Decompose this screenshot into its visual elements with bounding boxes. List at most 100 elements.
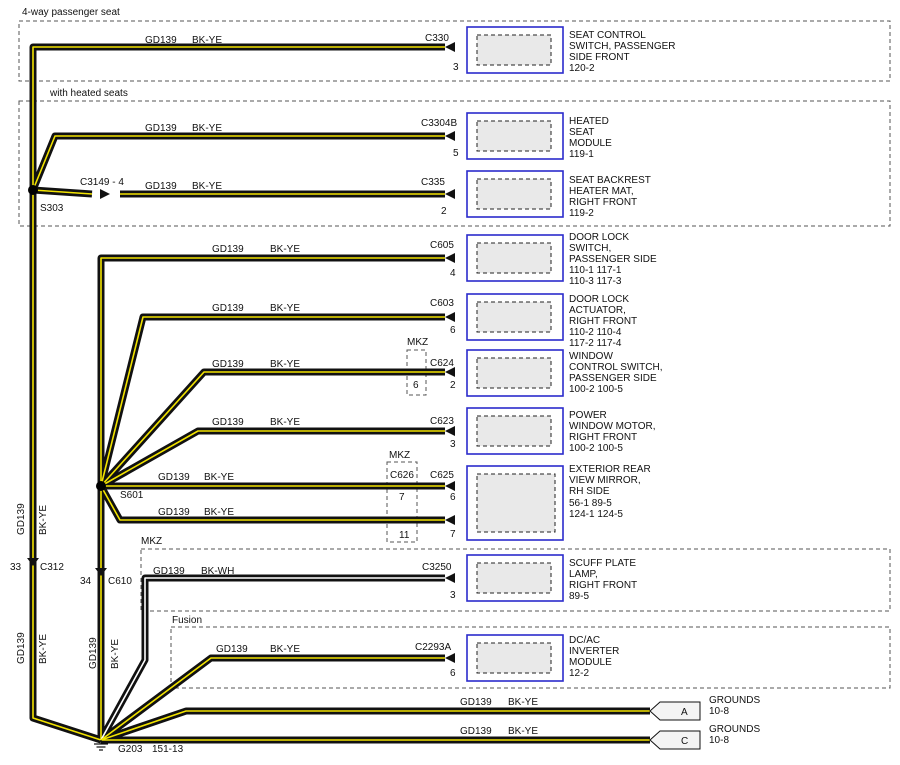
wire-color: BK-YE: [508, 726, 538, 737]
trunk-left-lower-color: BK-YE: [38, 634, 49, 664]
component-name: WINDOW: [569, 351, 613, 362]
connector-label: C3304B: [421, 118, 457, 129]
pin-number: 4: [450, 268, 456, 279]
connector-label: C2293A: [415, 642, 451, 653]
wire-color: BK-WH: [201, 566, 234, 577]
connector-face: [476, 34, 552, 66]
connector-label: C3250: [422, 562, 452, 573]
component-ref: 100-2 100-5: [569, 384, 623, 395]
region-mkz-scuff: [140, 548, 891, 612]
ground-symbol-icon: [94, 740, 108, 751]
ground-ref-page: 10-8: [709, 706, 729, 717]
c626-pin-b: 11: [399, 530, 410, 541]
wire-circuit: GD139: [158, 472, 190, 483]
component-ref: 119-2: [569, 208, 594, 219]
splice-s601: [96, 481, 106, 491]
pin-number: 3: [450, 439, 456, 450]
component-name: CONTROL SWITCH,: [569, 362, 663, 373]
component-ref: 117-2 117-4: [569, 338, 622, 349]
wire-circuit: GD139: [153, 566, 185, 577]
pin-number: 6: [450, 325, 456, 336]
splice-s303-label: S303: [40, 203, 64, 214]
connector-face: [476, 642, 552, 674]
component-ref: 110-1 117-1: [569, 265, 622, 276]
wires-stripe: [32, 46, 650, 741]
connector-face: [476, 473, 556, 533]
component-scuff-plate-lamp: C3250 3 SCUFF PLATE LAMP, RIGHT FRONT 89…: [422, 554, 637, 602]
component-name: WINDOW MOTOR,: [569, 421, 655, 432]
wire-labels: GD139 BK-YE GD139 BK-YE GD139 BK-YE GD13…: [145, 35, 538, 737]
component-name: HEATER MAT,: [569, 186, 634, 197]
region-fusion-label: Fusion: [172, 615, 202, 626]
component-name: MODULE: [569, 657, 612, 668]
component-door-lock-actuator: C603 6 DOOR LOCK ACTUATOR, RIGHT FRONT 1…: [430, 293, 637, 349]
component-ref: 124-1 124-5: [569, 509, 623, 520]
component-name: SEAT CONTROL: [569, 30, 646, 41]
connector-face: [476, 301, 552, 333]
c3149-arrow: [100, 189, 110, 199]
splice-s601-label: S601: [120, 490, 144, 501]
component-name: SIDE FRONT: [569, 52, 630, 63]
component-name: INVERTER: [569, 646, 619, 657]
component-name: VIEW MIRROR,: [569, 475, 641, 486]
c626-pin-a: 7: [399, 492, 405, 503]
component-name: EXTERIOR REAR: [569, 464, 651, 475]
pin-number: 3: [453, 62, 459, 73]
connector-label: C330: [425, 33, 449, 44]
ground-point-name: G203: [118, 744, 143, 755]
component-name: PASSENGER SIDE: [569, 373, 657, 384]
region-mkz-mirror-label: MKZ: [389, 450, 410, 461]
region-boxes: [18, 20, 891, 689]
component-ref: 120-2: [569, 63, 595, 74]
component-name: SCUFF PLATE: [569, 558, 636, 569]
connector-face: [476, 415, 552, 447]
connector-label: C605: [430, 240, 454, 251]
ground-tag-letter: C: [681, 736, 688, 747]
component-name: SEAT: [569, 127, 594, 138]
c610-arrow: [95, 568, 107, 576]
component-name: RIGHT FRONT: [569, 197, 637, 208]
wire-circuit: GD139: [212, 359, 244, 370]
c312-label: C312: [40, 562, 64, 573]
trunk-left-upper-circuit: GD139: [16, 503, 27, 535]
ground-ref-a: A GROUNDS 10-8: [649, 695, 760, 721]
connector-label: C625: [430, 470, 454, 481]
component-door-lock-switch: C605 4 DOOR LOCK SWITCH, PASSENGER SIDE …: [430, 232, 657, 287]
wire-color: BK-YE: [270, 303, 300, 314]
wire-circuit: GD139: [212, 417, 244, 428]
region-mkz-window-label: MKZ: [407, 337, 428, 348]
ground-tag-letter: A: [681, 707, 688, 718]
c610-label: C610: [108, 576, 132, 587]
c626-label: C626: [390, 470, 414, 481]
wire-color: BK-YE: [204, 507, 234, 518]
connector-face: [476, 357, 552, 389]
pin-number: 2: [450, 380, 456, 391]
region-four-way-seat: [18, 20, 891, 82]
c312-arrow: [27, 558, 39, 566]
component-seat-backrest-heater-mat: C335 2 SEAT BACKREST HEATER MAT, RIGHT F…: [421, 170, 651, 219]
wire-circuit: GD139: [145, 123, 177, 134]
connector-face: [476, 562, 552, 594]
component-name: SEAT BACKREST: [569, 175, 651, 186]
component-name: HEATED: [569, 116, 609, 127]
component-name: SWITCH,: [569, 243, 611, 254]
connector-label: C603: [430, 298, 454, 309]
wire-circuit: GD139: [158, 507, 190, 518]
trunk-left-upper-color: BK-YE: [38, 505, 49, 535]
wire-color: BK-YE: [508, 697, 538, 708]
component-name: PASSENGER SIDE: [569, 254, 657, 265]
component-ref: 110-2 110-4: [569, 327, 622, 338]
wire-color: BK-YE: [192, 181, 222, 192]
region-four-way-label: 4-way passenger seat: [22, 7, 120, 18]
connector-label: C623: [430, 416, 454, 427]
c610-pin: 34: [80, 576, 92, 587]
region-mkz-mirror: [386, 461, 418, 543]
trunk-left-lower-circuit: GD139: [16, 632, 27, 664]
component-name: DC/AC: [569, 635, 600, 646]
component-name: DOOR LOCK: [569, 294, 629, 305]
component-ref: 12-2: [569, 668, 589, 679]
wire-circuit: GD139: [460, 697, 492, 708]
component-exterior-rear-view-mirror: C625 6 7 EXTERIOR REAR VIEW MIRROR, RH S…: [430, 464, 651, 541]
wire-circuit: GD139: [212, 303, 244, 314]
wire-circuit: GD139: [145, 181, 177, 192]
